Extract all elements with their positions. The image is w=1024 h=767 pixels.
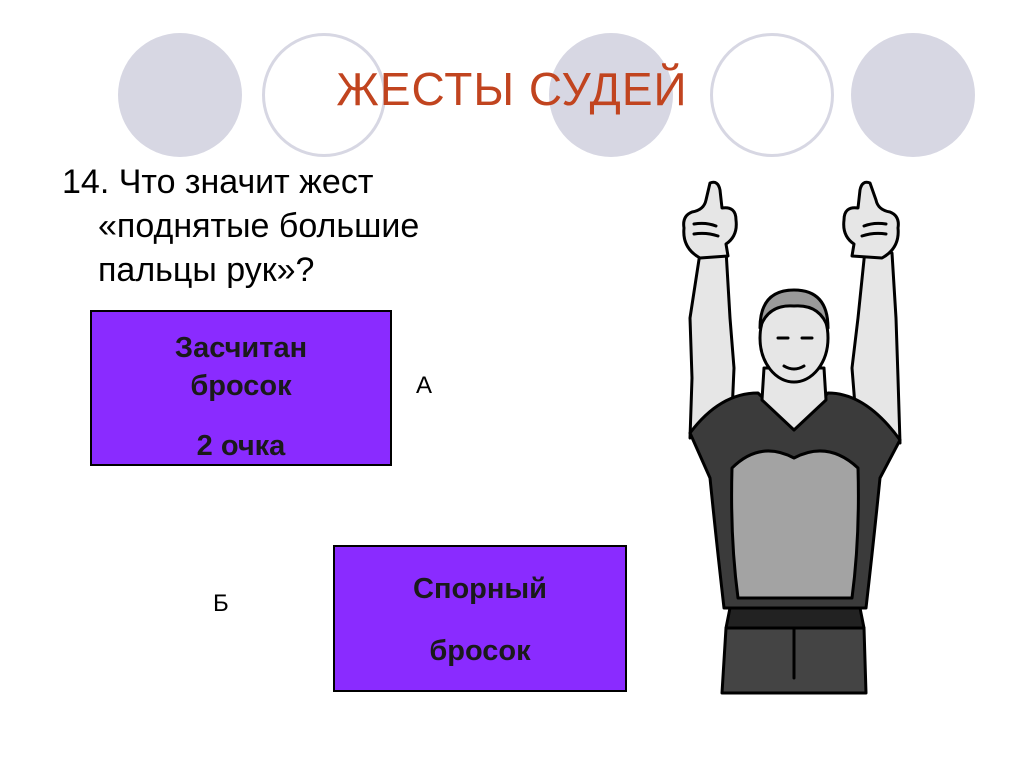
question-line: пальцы рук»? [98, 251, 315, 289]
question-line: 14. Что значит жест [62, 163, 374, 201]
decor-circle [851, 33, 975, 157]
decor-circle-outline [710, 33, 834, 157]
answer-text: Засчитан [174, 332, 308, 364]
decor-circle [118, 33, 242, 157]
slide-title: ЖЕСТЫ СУДЕЙ [336, 63, 688, 115]
answer-text: 2 очка [196, 430, 286, 462]
decor-circle [549, 33, 673, 157]
answer-text: бросок [429, 635, 531, 667]
question-line: «поднятые большие [98, 207, 420, 245]
answer-option-b[interactable]: Спорный бросок [333, 545, 627, 692]
question-text: 14. Что значит жест «поднятые большие па… [62, 160, 532, 292]
referee-illustration [682, 180, 902, 695]
decor-circle-outline [262, 33, 386, 157]
answer-option-a[interactable]: Засчитан бросок 2 очка [90, 310, 392, 466]
option-letter-a: А [416, 372, 433, 399]
answer-text: бросок [190, 370, 292, 402]
answer-text: Спорный [413, 573, 547, 605]
option-letter-b: Б [213, 590, 229, 617]
